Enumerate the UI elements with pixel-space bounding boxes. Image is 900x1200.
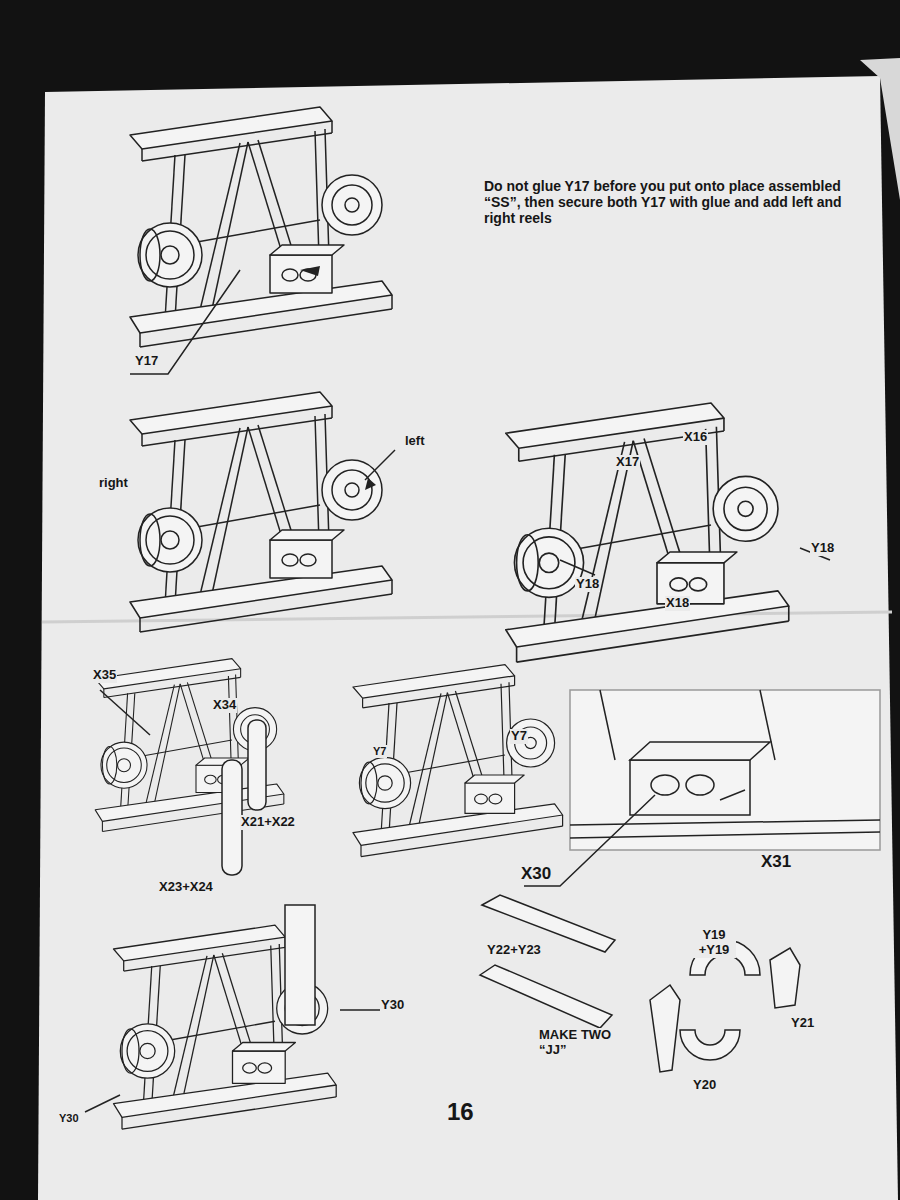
part-label: X35: [92, 668, 117, 683]
part-label: X17: [615, 455, 640, 470]
part-label: X18: [665, 596, 690, 611]
part-label: X34: [212, 698, 237, 713]
part-label: Y18: [810, 541, 835, 556]
part-label: Y19 +Y19: [692, 928, 736, 958]
part-label: X30: [520, 864, 552, 884]
instruction-note: MAKE TWO “JJ”: [538, 1028, 630, 1058]
side-label: right: [98, 476, 129, 491]
part-label: Y30: [58, 1112, 80, 1125]
side-label: left: [404, 434, 426, 449]
part-label: Y30: [380, 998, 405, 1013]
part-label: Y7: [372, 745, 387, 758]
page-number: 16: [446, 1098, 475, 1126]
part-label: X16: [683, 430, 708, 445]
instruction-note: Do not glue Y17 before you put onto plac…: [483, 178, 845, 226]
part-label: Y7: [510, 729, 528, 744]
part-label: Y20: [692, 1078, 717, 1093]
part-label: Y22+Y23: [486, 943, 542, 958]
part-label: Y21: [790, 1016, 815, 1031]
part-label: Y18: [575, 577, 600, 592]
part-label: X31: [760, 852, 792, 872]
part-label: X21+X22: [240, 815, 296, 830]
part-label: Y17: [134, 354, 159, 369]
part-label: X23+X24: [158, 880, 214, 895]
